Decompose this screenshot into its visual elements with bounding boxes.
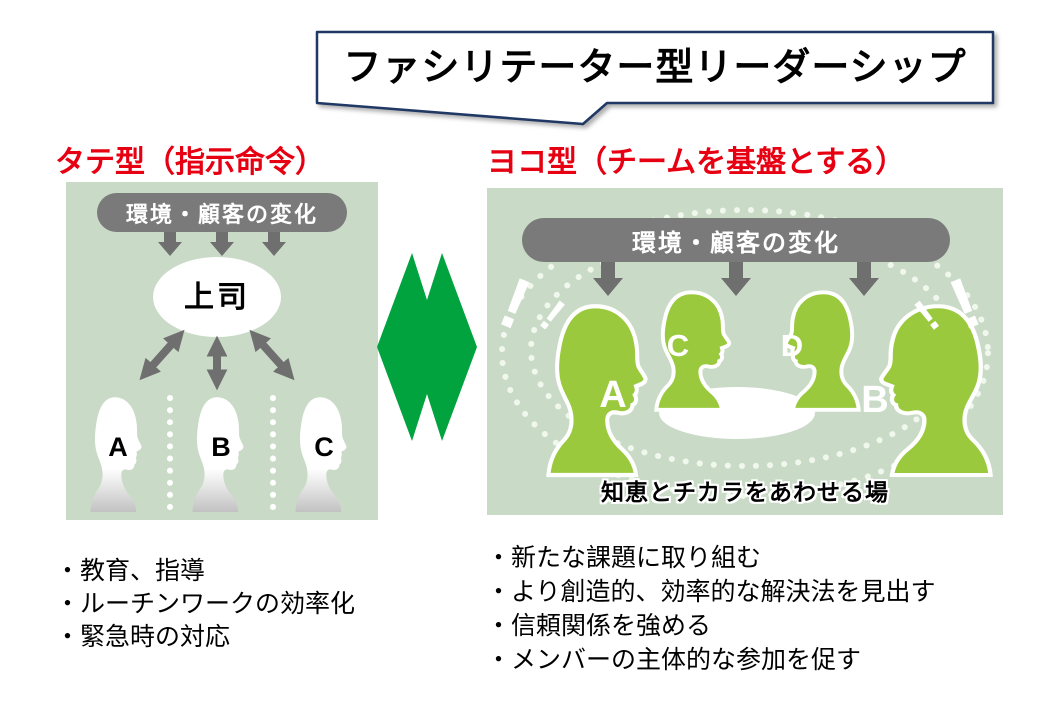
- banner-down-arrows-icon: [593, 262, 879, 296]
- left-banner: 環境・顧客の変化: [97, 193, 347, 232]
- bullet-item: ・メンバーの主体的な参加を促す: [486, 646, 862, 674]
- double-arrow-icon: [377, 253, 477, 441]
- team-caption: 知恵とチカラをあわせる場: [601, 479, 889, 505]
- right-heading: ヨコ型（チームを基盤とする）: [487, 146, 906, 179]
- title-bubble: [315, 30, 995, 126]
- right-diagram-panel: 環境・顧客の変化 ! ! ! ! A C D B 知恵とチカラをあわせる場: [487, 188, 1003, 515]
- page-title: ファシリテーター型リーダーシップ: [343, 47, 967, 89]
- member-letter-a: A: [108, 432, 128, 462]
- boss-label: 上司: [184, 281, 250, 314]
- boss-ellipse: [153, 257, 281, 337]
- title-bubble-shape: [315, 30, 995, 126]
- member-letter-c: C: [314, 432, 334, 462]
- bullet-item: ・より創造的、効率的な解決法を見出す: [486, 578, 936, 606]
- bullet-item: ・新たな課題に取り組む: [486, 544, 762, 572]
- right-banner: 環境・顧客の変化: [522, 218, 950, 262]
- left-bullet-list: ・教育、指導 ・ルーチンワークの効率化 ・緊急時の対応: [55, 555, 355, 654]
- bullet-item: ・ルーチンワークの効率化: [55, 590, 356, 618]
- left-heading: タテ型（指示命令）: [55, 146, 325, 179]
- right-diagram-graphics: [499, 207, 1003, 499]
- team-letter-a: A: [599, 374, 627, 416]
- bullet-item: ・教育、指導: [55, 557, 206, 585]
- team-letter-b: B: [861, 379, 889, 421]
- left-diagram-panel: 環境・顧客の変化 上司 A B C: [66, 182, 378, 520]
- dotted-separator-icon: [167, 395, 276, 515]
- banner-down-arrows-icon: [158, 230, 286, 256]
- boss-member-arrows-icon: [139, 329, 295, 391]
- bullet-item: ・緊急時の対応: [55, 623, 231, 651]
- left-diagram-graphics: [90, 230, 347, 515]
- right-bullet-list: ・新たな課題に取り組む ・より創造的、効率的な解決法を見出す ・信頼関係を強める…: [486, 541, 936, 677]
- team-letter-c: C: [666, 328, 690, 363]
- bullet-item: ・信頼関係を強める: [486, 612, 712, 640]
- member-letter-b: B: [211, 432, 231, 462]
- team-letter-d: D: [780, 328, 804, 363]
